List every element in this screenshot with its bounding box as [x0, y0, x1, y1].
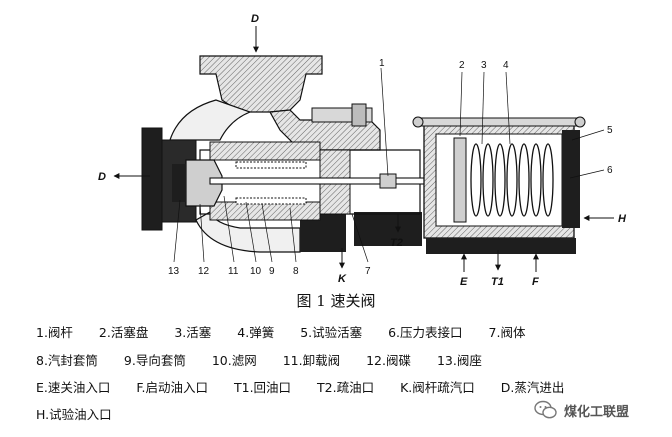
callout-10: 10 [250, 266, 262, 277]
spring [470, 143, 554, 217]
callout-3: 3 [481, 60, 487, 71]
legend-item: 12.阀碟 [366, 353, 411, 368]
valve-cross-section-drawing: 1 2 3 4 5 6 7 8 9 10 11 12 13 D D K T2 E… [98, 13, 627, 288]
legend-item: 3.活塞 [174, 325, 212, 340]
callout-9: 9 [269, 266, 275, 277]
legend-item: D.蒸汽进出 [500, 380, 565, 395]
legend-item: T1.回油口 [234, 380, 292, 395]
flow-label-t1: T1 [491, 276, 504, 288]
flow-label-e: E [460, 276, 468, 288]
legend-row-3: E.速关油入口 F.启动油入口 T1.回油口 T2.疏油口 K.阀杆疏汽口 D.… [36, 377, 586, 397]
legend-item: 7.阀体 [488, 325, 526, 340]
callout-12: 12 [198, 266, 210, 277]
legend-item: F.启动油入口 [136, 380, 209, 395]
flow-label-d-top: D [251, 13, 259, 25]
callout-8: 8 [293, 266, 299, 277]
callout-5: 5 [607, 125, 613, 136]
flow-label-k: K [338, 273, 347, 285]
callout-1: 1 [379, 58, 385, 69]
legend-item: 5.试验活塞 [300, 325, 363, 340]
flow-label-f: F [532, 276, 539, 288]
legend-item: 13.阀座 [436, 353, 482, 368]
callout-leaders [173, 67, 605, 263]
legend-item: 9.导向套筒 [123, 353, 186, 368]
figure-caption: 图 1 速关阀 [296, 292, 376, 310]
watermark-text: 煤化工联盟 [564, 404, 630, 420]
watermark: 煤化工联盟 [534, 397, 664, 423]
legend-row-1: 1.阀杆 2.活塞盘 3.活塞 4.弹簧 5.试验活塞 6.压力表接口 7.阀体 [36, 322, 547, 342]
legend-item: K.阀杆疏汽口 [400, 380, 475, 395]
legend-item: 10.滤网 [211, 353, 257, 368]
legend-row-4: H.试验油入口 [36, 404, 134, 424]
actuator-cylinder [412, 116, 586, 254]
legend-item: 1.阀杆 [36, 325, 73, 340]
legend-item: E.速关油入口 [36, 380, 111, 395]
valve-body [141, 55, 422, 253]
legend-item: 6.压力表接口 [388, 325, 463, 340]
legend-item: H.试验油入口 [36, 407, 112, 422]
flow-label-t2: T2 [390, 237, 403, 249]
valve-stem [209, 173, 461, 189]
callout-4: 4 [503, 60, 509, 71]
callout-13: 13 [168, 266, 180, 277]
legend-row-2: 8.汽封套筒 9.导向套筒 10.滤网 11.卸载阀 12.阀碟 13.阀座 [36, 350, 504, 370]
legend-item: 2.活塞盘 [98, 325, 149, 340]
callout-7: 7 [365, 266, 371, 277]
callout-11: 11 [228, 266, 239, 277]
callout-numbers: 1 2 3 4 5 6 7 8 9 10 11 12 13 [168, 58, 613, 277]
legend-item: 4.弹簧 [237, 325, 275, 340]
callout-2: 2 [459, 60, 465, 71]
legend-item: 11.卸载阀 [282, 353, 341, 368]
callout-6: 6 [607, 165, 613, 176]
legend-item: T2.疏油口 [317, 380, 375, 395]
flow-arrows [113, 26, 614, 272]
flow-label-h: H [618, 213, 627, 225]
legend-item: 8.汽封套筒 [36, 353, 98, 368]
wechat-icon [534, 400, 557, 419]
flow-label-d-left: D [98, 171, 106, 183]
flow-labels: D D K T2 E T1 F H [98, 13, 627, 288]
